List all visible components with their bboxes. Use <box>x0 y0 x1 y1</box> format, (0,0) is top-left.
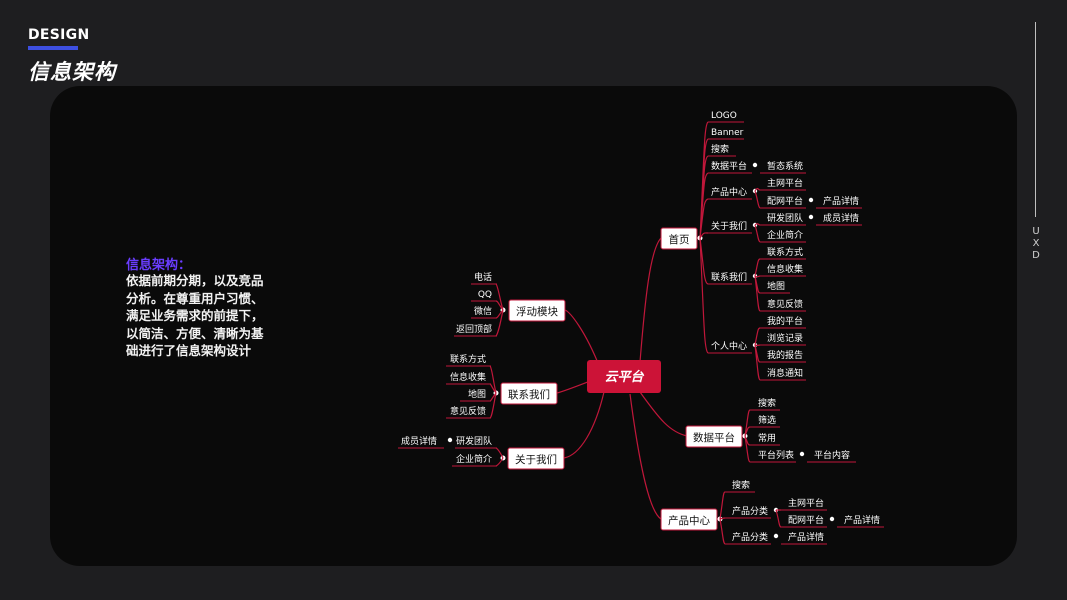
dot <box>808 214 814 220</box>
dot <box>808 197 814 203</box>
leaf: 电话 <box>474 271 492 283</box>
accent-bar <box>28 46 78 50</box>
leaf: 产品中心 <box>711 186 747 198</box>
node-chanpin <box>660 508 718 531</box>
leaf: 地图 <box>468 388 486 400</box>
edge-gy-children <box>754 223 761 243</box>
leaf: 意见反馈 <box>450 405 486 417</box>
leaf: 主网平台 <box>767 177 803 189</box>
leaf: 筛选 <box>758 414 776 426</box>
leaf: 研发团队 <box>767 212 803 224</box>
node-shouye-label: 首页 <box>669 233 690 246</box>
leaf: 联系我们 <box>711 271 747 283</box>
leaf: 企业简介 <box>767 229 803 241</box>
edge-gr-children <box>754 327 761 381</box>
leaf: QQ <box>478 290 492 300</box>
leaf: 信息收集 <box>767 263 803 275</box>
leaf: 产品详情 <box>844 514 880 526</box>
dot <box>752 162 758 168</box>
leaf: 联系方式 <box>767 246 803 258</box>
leaf: 信息收集 <box>450 371 486 383</box>
leaf: 主网平台 <box>788 497 824 509</box>
edge-root-chanpin <box>629 393 662 520</box>
edge-cp-children <box>754 187 761 209</box>
node-lianxi <box>500 382 558 405</box>
edge-shuju-children <box>744 409 751 463</box>
node-lianxi-label: 联系我们 <box>508 388 550 401</box>
edge-chanpin-children <box>719 491 726 545</box>
leaf: 暂态系统 <box>767 160 803 172</box>
leaf: 我的平台 <box>767 315 803 327</box>
leaf: 搜索 <box>732 479 750 491</box>
edge-lx-children <box>754 258 761 312</box>
root-label: 云平台 <box>604 369 644 385</box>
leaf: 成员详情 <box>401 435 437 447</box>
leaf: 数据平台 <box>711 160 747 172</box>
dot <box>447 437 453 443</box>
node-fudong-label: 浮动模块 <box>516 306 558 318</box>
node-guanyu <box>507 447 565 470</box>
content-panel <box>50 86 1017 566</box>
page-title: 信息架构 <box>28 60 116 84</box>
node-fudong <box>508 299 566 322</box>
leaf: 搜索 <box>758 397 776 409</box>
leaf: 平台内容 <box>814 449 850 461</box>
leaf: 产品分类 <box>732 531 768 543</box>
leaf: 消息通知 <box>767 367 803 379</box>
leaf: 配网平台 <box>788 514 824 526</box>
root-node <box>587 360 661 393</box>
leaf: LOGO <box>711 111 737 121</box>
leaf: 产品分类 <box>732 505 768 517</box>
edge-cpfl-children <box>775 509 782 528</box>
edge-shouye-children <box>699 121 709 354</box>
leaf: 配网平台 <box>767 195 803 207</box>
node-shuju-label: 数据平台 <box>693 431 735 444</box>
leaf: 平台列表 <box>758 449 794 461</box>
leaf: 关于我们 <box>711 220 747 232</box>
side-label-char: U <box>1032 226 1040 237</box>
leaf: 地图 <box>767 280 785 292</box>
leaf: 我的报告 <box>767 349 803 361</box>
leaf: 研发团队 <box>456 435 492 447</box>
side-label-char: D <box>1032 250 1040 261</box>
leaf: 联系方式 <box>450 353 486 365</box>
dot <box>773 533 779 539</box>
node-shuju <box>685 425 743 448</box>
description-body: 依据前期分期，以及竞品分析。在尊重用户习惯、满足业务需求的前提下，以简洁、方便、… <box>126 273 264 358</box>
edge-root-shouye <box>639 237 662 363</box>
leaf: 成员详情 <box>823 212 859 224</box>
edge-root-shuju <box>639 391 688 437</box>
leaf: 产品详情 <box>823 195 859 207</box>
edge-guanyu-children <box>495 447 504 467</box>
side-label-char: X <box>1032 238 1040 249</box>
edge-root-guanyu <box>563 391 605 459</box>
leaf: 微信 <box>474 305 492 317</box>
edge-root-fudong <box>564 309 601 369</box>
leaf: Banner <box>711 128 744 138</box>
leaf: 浏览记录 <box>767 332 803 344</box>
leaf: 常用 <box>758 432 776 444</box>
leaf: 个人中心 <box>711 340 747 352</box>
leaf: 意见反馈 <box>767 298 803 310</box>
leaf: 企业简介 <box>456 453 492 465</box>
leaf: 返回顶部 <box>456 323 492 335</box>
description-title: 信息架构： <box>126 258 192 273</box>
dot <box>799 451 805 457</box>
section-label: DESIGN <box>28 27 90 43</box>
node-shouye <box>660 227 698 250</box>
side-divider <box>1035 22 1036 217</box>
leaf: 产品详情 <box>788 531 824 543</box>
edge-fudong-children <box>495 283 504 337</box>
node-guanyu-label: 关于我们 <box>515 453 557 466</box>
dot <box>829 516 835 522</box>
leaf: 搜索 <box>711 143 729 155</box>
edge-lianxi-children <box>489 365 497 419</box>
node-chanpin-label: 产品中心 <box>668 514 710 527</box>
